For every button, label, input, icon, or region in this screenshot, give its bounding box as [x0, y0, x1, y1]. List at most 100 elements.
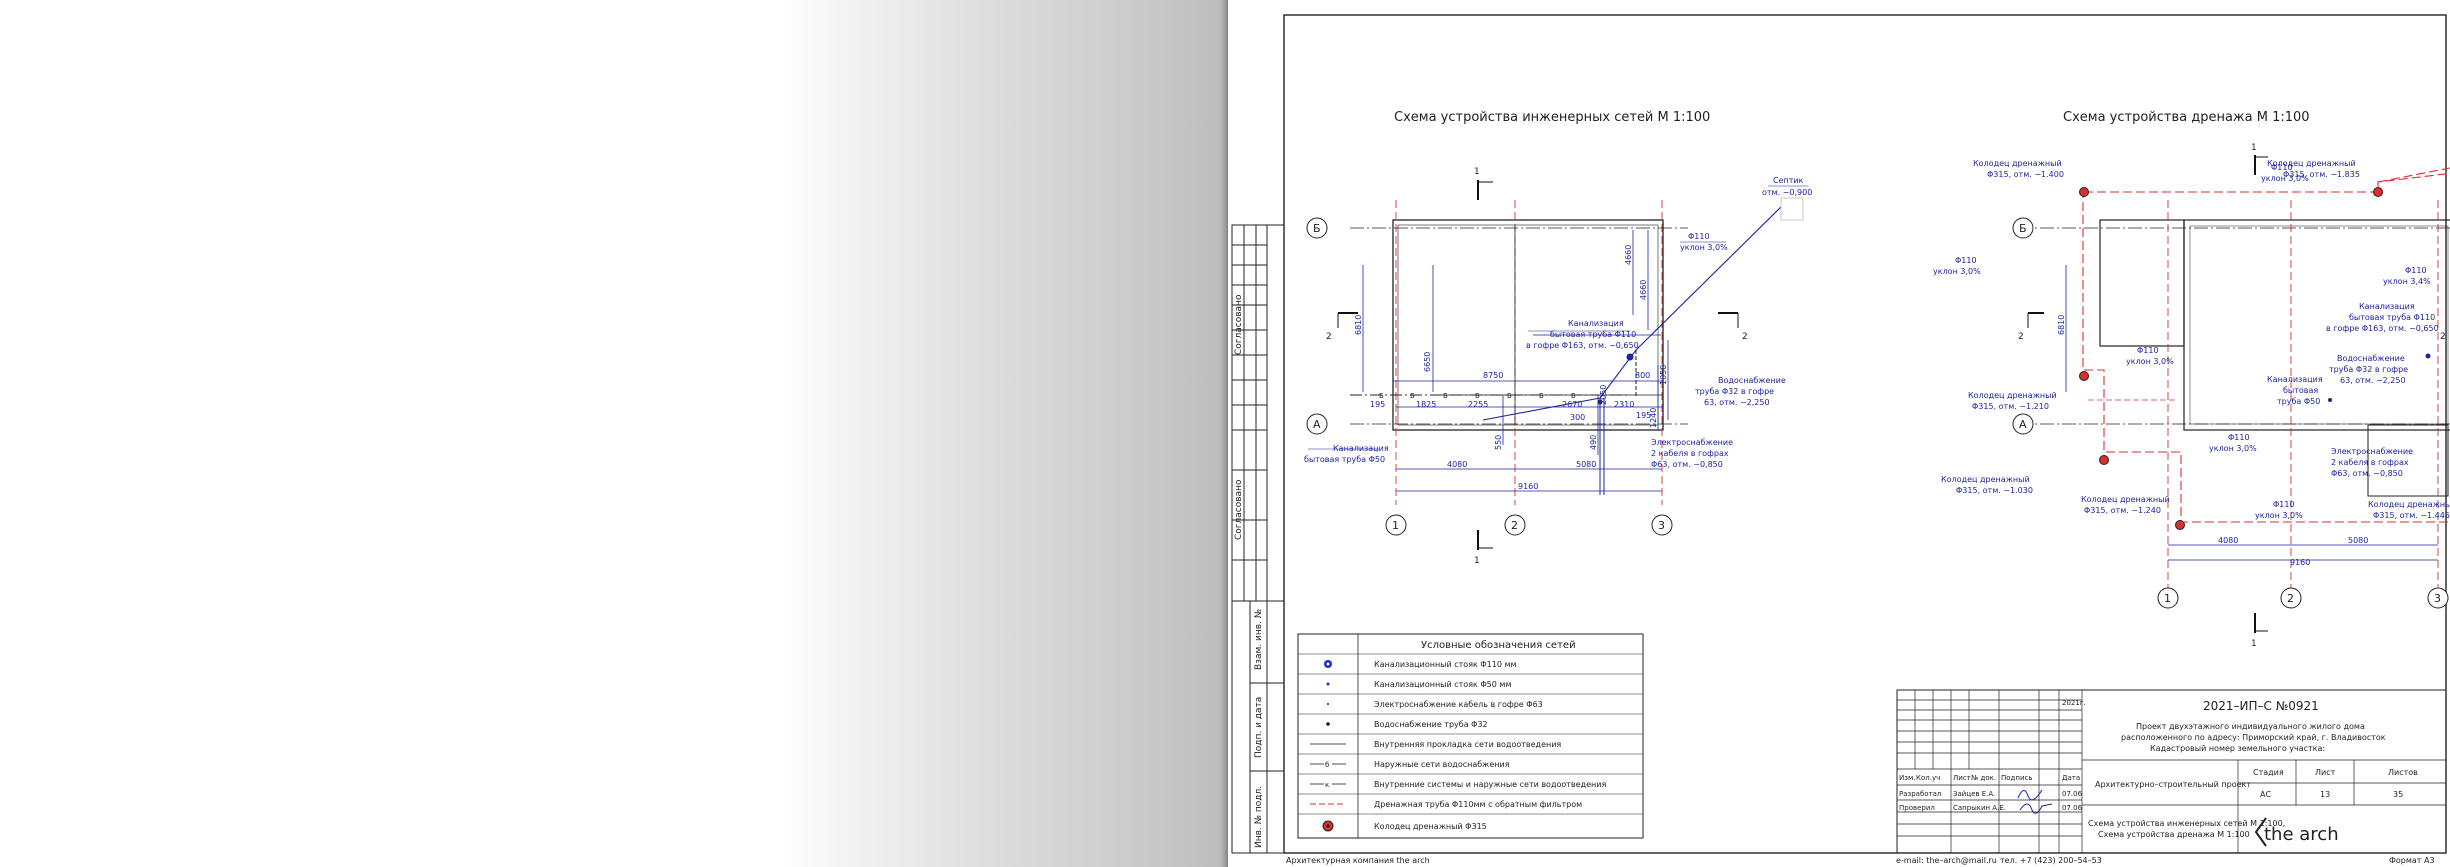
dim-9160: 9160	[1518, 482, 1538, 491]
svg-text:Б: Б	[1410, 392, 1415, 400]
legend-sym-water	[1326, 722, 1330, 726]
left-section-2-left: 2	[1326, 332, 1332, 342]
left-pipe-marks: Б Б Б Б Б Б Б	[1379, 392, 1576, 400]
right-section-2-left: 2	[2018, 332, 2024, 342]
svg-text:Колодец дренажный: Колодец дренажный	[2267, 159, 2356, 168]
drawing-sheet: Согласовано Согласовано Взам. инв. № Под…	[1228, 0, 2450, 867]
svg-text:уклон 3,0%: уклон 3,0%	[1933, 267, 1981, 276]
tb-stage: АС	[2260, 790, 2271, 799]
svg-text:уклон 3,0%: уклон 3,0%	[2255, 511, 2303, 520]
dim-6810: 6810	[1354, 315, 1363, 335]
footer-phone: тел. +7 (423) 200–54–53	[2000, 856, 2102, 865]
dim-300: 300	[1570, 413, 1585, 422]
svg-text:Колодец дренажный: Колодец дренажный	[1941, 475, 2030, 484]
svg-text:Колодец дренажный: Колодец дренажный	[1973, 159, 2062, 168]
right-section-1-top: 1	[2251, 143, 2257, 153]
dim-195b: 195	[1636, 411, 1651, 420]
legend-row-8: Дренажная труба Φ110мм с обратным фильтр…	[1374, 800, 1582, 809]
svg-text:Φ110: Φ110	[1688, 232, 1710, 241]
svg-text:Б: Б	[1379, 392, 1384, 400]
tb-sheets: 35	[2393, 790, 2403, 799]
svg-text:Φ63, отм. −0,850: Φ63, отм. −0,850	[1651, 460, 1723, 469]
dim-2310: 2310	[1614, 400, 1634, 409]
drawing-canvas: Согласовано Согласовано Взам. инв. № Под…	[1231, 14, 2450, 865]
legend-table: Условные обозначения сетей б к Канализац…	[1297, 633, 1644, 839]
right-axis-a: А	[2019, 418, 2027, 431]
svg-text:Канализация: Канализация	[1333, 444, 1389, 453]
svg-text:63, отм. −2,250: 63, отм. −2,250	[1704, 398, 1770, 407]
svg-text:Б: Б	[1507, 392, 1512, 400]
svg-text:63, отм. −2,250: 63, отм. −2,250	[2340, 376, 2406, 385]
legend-row-9: Колодец дренажный Φ315	[1374, 822, 1487, 831]
tb-sheet: 13	[2320, 790, 2330, 799]
left-axis-b: Б	[1313, 222, 1321, 235]
right-section-2-right: 2	[2440, 332, 2446, 342]
left-axis-a: А	[1313, 418, 1321, 431]
dim-4660a: 4660	[1624, 245, 1633, 265]
tb-h-data: Дата	[2062, 774, 2080, 782]
dim-2050: 2050	[1599, 385, 1608, 405]
legend-title: Условные обозначения сетей	[1421, 640, 1576, 651]
svg-text:уклон 3,0%: уклон 3,0%	[1680, 243, 1728, 252]
viewer-background	[0, 0, 1230, 867]
svg-text:Водоснабжение: Водоснабжение	[1718, 376, 1786, 385]
svg-text:Канализация: Канализация	[2267, 375, 2323, 384]
dim-490: 490	[1589, 435, 1598, 450]
tb-role1: Разработал	[1899, 790, 1941, 798]
svg-text:уклон 3,0%: уклон 3,0%	[2261, 174, 2309, 183]
svg-text:бытовая труба Φ50: бытовая труба Φ50	[1304, 455, 1385, 464]
logo-chevron-icon	[2254, 817, 2267, 847]
tb-code: 2021–ИП–С №0921	[2203, 699, 2319, 713]
svg-text:Φ315, отм. −1.400: Φ315, отм. −1.400	[1987, 170, 2064, 179]
tb-h-list: Лист	[1953, 774, 1971, 782]
sidebar-labels: Согласовано Согласовано Взам. инв. № Под…	[1234, 294, 1264, 848]
right-dim-9160: 9160	[2290, 558, 2310, 567]
svg-text:Φ315, отм. −1.445: Φ315, отм. −1.445	[2373, 511, 2450, 520]
svg-text:труба Φ50: труба Φ50	[2277, 397, 2320, 406]
left-annotations: Септик отм. −0,900 Φ110 уклон 3,0% Канал…	[1304, 176, 1812, 469]
sidebar-sign-date: Подп. и дата	[1254, 697, 1264, 758]
legend-row-5: Внутренняя прокладка сети водоотведения	[1374, 740, 1561, 749]
dim-4660b: 4660	[1639, 280, 1648, 300]
right-section-1-bottom: 1	[2251, 639, 2257, 649]
left-section-1-top: 1	[1474, 167, 1480, 177]
dim-1050: 1050	[1659, 365, 1668, 385]
signature-icon	[2017, 789, 2053, 814]
svg-text:Φ110: Φ110	[2228, 433, 2250, 442]
right-dim-5080: 5080	[2348, 536, 2368, 545]
svg-text:Φ110: Φ110	[2271, 163, 2293, 172]
left-scheme-title: Схема устройства инженерных сетей М 1:10…	[1394, 110, 1710, 125]
svg-text:2 кабеля в гофрах: 2 кабеля в гофрах	[1651, 449, 1729, 458]
legend-row-2: Канализационный стояк Φ50 мм	[1374, 680, 1511, 689]
svg-text:в гофре Φ163, отм. −0,650: в гофре Φ163, отм. −0,650	[2326, 324, 2439, 333]
sidebar-agreed-2: Согласовано	[1234, 479, 1244, 540]
legend-row-4: Водоснабжение труба Φ32	[1374, 720, 1488, 729]
svg-text:Канализация: Канализация	[2359, 302, 2415, 311]
svg-text:Φ110: Φ110	[2405, 266, 2427, 275]
svg-text:отм. −0,900: отм. −0,900	[1762, 188, 1812, 197]
legend-row-7: Внутренние системы и наружные сети водоо…	[1374, 780, 1606, 789]
dim-4080: 4080	[1447, 460, 1467, 469]
right-dim-4080: 4080	[2218, 536, 2238, 545]
left-axis-2: 2	[1511, 519, 1518, 532]
tb-year: 2021г.	[2062, 699, 2086, 707]
legend-sym-cable	[1327, 703, 1329, 705]
dim-550: 550	[1494, 435, 1503, 450]
svg-text:уклон 3,4%: уклон 3,4%	[2383, 277, 2431, 286]
svg-text:бытовая: бытовая	[2283, 386, 2318, 395]
left-section-2-right: 2	[1742, 332, 1748, 342]
svg-text:Φ110: Φ110	[2273, 500, 2295, 509]
legend-sym-riser50	[1326, 682, 1330, 686]
right-axis-b: Б	[2019, 222, 2027, 235]
legend-sym-water-out: б	[1325, 761, 1329, 769]
svg-text:Септик: Септик	[1773, 176, 1804, 185]
svg-text:Электроснабжение: Электроснабжение	[1651, 438, 1733, 447]
svg-text:в гофре Φ163, отм. −0,650: в гофре Φ163, отм. −0,650	[1526, 341, 1639, 350]
svg-text:уклон 3,0%: уклон 3,0%	[2209, 444, 2257, 453]
sheet-edge-shadow	[1220, 0, 1228, 867]
svg-text:Б: Б	[1571, 392, 1576, 400]
svg-text:Φ315, отм. −1.210: Φ315, отм. −1.210	[1972, 402, 2049, 411]
tb-h-sheets: Листов	[2388, 768, 2418, 777]
tb-project-l1: Проект двухэтажного индивидуального жило…	[2136, 722, 2365, 731]
svg-text:Электроснабжение: Электроснабжение	[2331, 447, 2413, 456]
